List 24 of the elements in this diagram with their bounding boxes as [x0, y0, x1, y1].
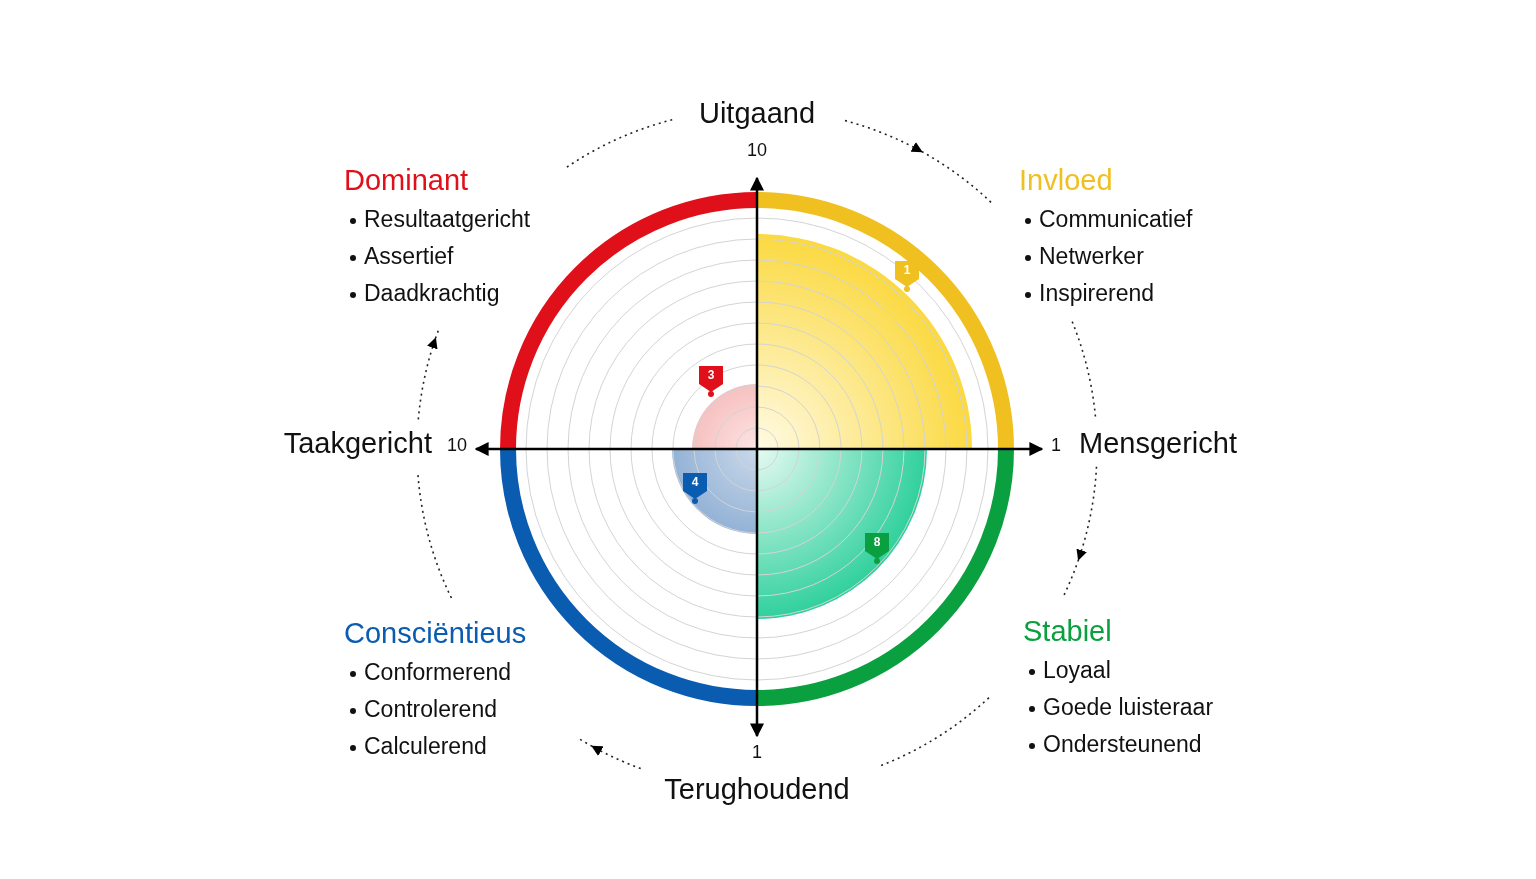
- tick-label: 1: [752, 743, 762, 763]
- tick-label: 10: [447, 436, 467, 456]
- axis-label: Terughoudend: [664, 774, 850, 806]
- list-item: Communicatief: [1039, 207, 1193, 233]
- quadrant-title: Stabiel: [1023, 616, 1112, 648]
- quadrant-title: Invloed: [1019, 165, 1113, 197]
- axis-label: Uitgaand: [698, 98, 816, 130]
- quadrant-title: Dominant: [344, 165, 469, 197]
- list-item: Conformerend: [364, 660, 512, 686]
- tick-label: 10: [747, 141, 767, 161]
- list-item: Calculerend: [364, 734, 487, 760]
- list-item: Daadkrachtig: [364, 281, 500, 307]
- list-item: Netwerker: [1039, 244, 1144, 270]
- list-item: Controlerend: [364, 697, 497, 723]
- axis-label: Taakgericht: [283, 428, 432, 460]
- tick-label: 1: [1051, 436, 1061, 456]
- list-item: Loyaal: [1043, 658, 1111, 684]
- axis-label: Mensgericht: [1079, 428, 1237, 460]
- list-item: Assertief: [364, 244, 454, 270]
- list-item: Inspirerend: [1039, 281, 1155, 307]
- quadrant-title: Consciëntieus: [344, 618, 527, 650]
- list-item: Goede luisteraar: [1043, 695, 1214, 721]
- list-item: Ondersteunend: [1043, 732, 1202, 758]
- list-item: Resultaatgericht: [364, 207, 531, 233]
